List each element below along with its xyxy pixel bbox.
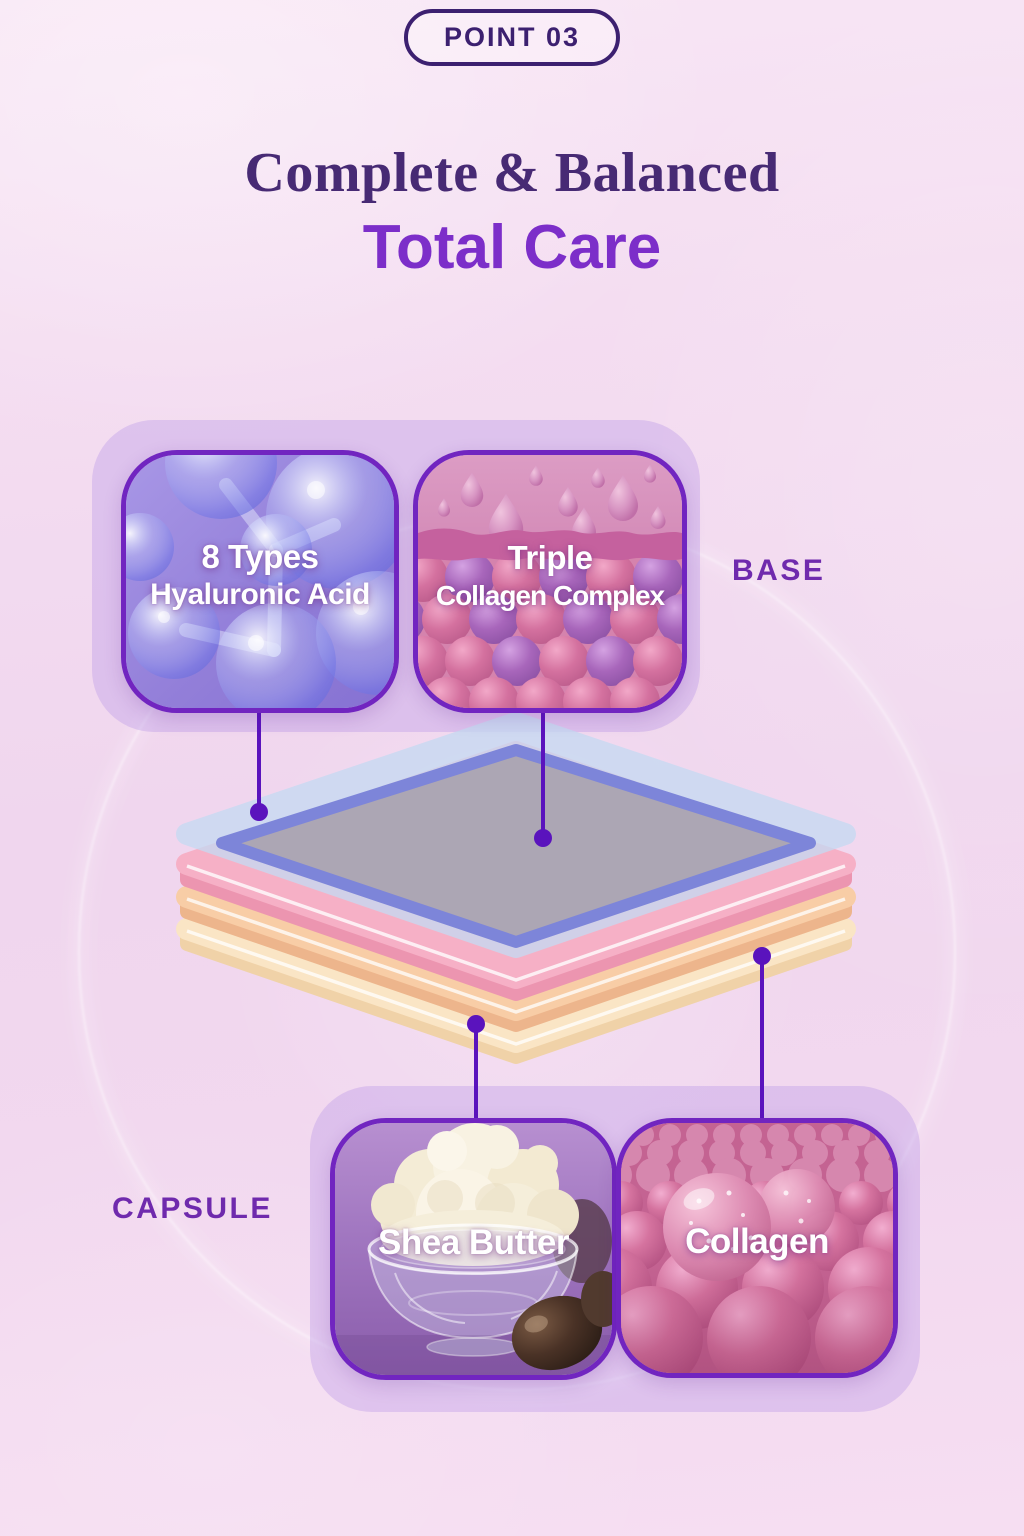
collagen-spheres-image	[621, 1123, 893, 1373]
card-label: Shea Butter	[335, 1123, 612, 1369]
card-label-line1: Shea Butter	[378, 1222, 569, 1262]
label-base: BASE	[732, 554, 826, 587]
shea-butter-bowl-image	[335, 1123, 612, 1375]
card-hyaluronic-acid: 8 Types Hyaluronic Acid	[121, 450, 399, 713]
skin-layer-droplets-image	[418, 455, 682, 708]
card-label-line2: Collagen Complex	[435, 579, 665, 611]
card-label-line2: Hyaluronic Acid	[150, 578, 370, 612]
card-label-line1: Triple	[507, 539, 593, 577]
page-title-line1: Complete & Balanced	[244, 142, 780, 204]
hyaluronic-molecules-image	[126, 455, 394, 708]
card-shea-butter: Shea Butter	[330, 1118, 617, 1380]
card-label: 8 Types Hyaluronic Acid	[126, 455, 394, 702]
card-triple-collagen: Triple Collagen Complex	[413, 450, 687, 713]
card-collagen: Collagen	[616, 1118, 898, 1378]
card-label-line1: Collagen	[685, 1221, 829, 1261]
card-label: Triple Collagen Complex	[418, 455, 682, 702]
card-label-line1: 8 Types	[201, 538, 319, 576]
card-label: Collagen	[621, 1123, 893, 1367]
page-title-line2: Total Care	[362, 213, 662, 282]
label-capsule: CAPSULE	[112, 1192, 273, 1225]
point-badge: POINT 03	[403, 9, 621, 66]
